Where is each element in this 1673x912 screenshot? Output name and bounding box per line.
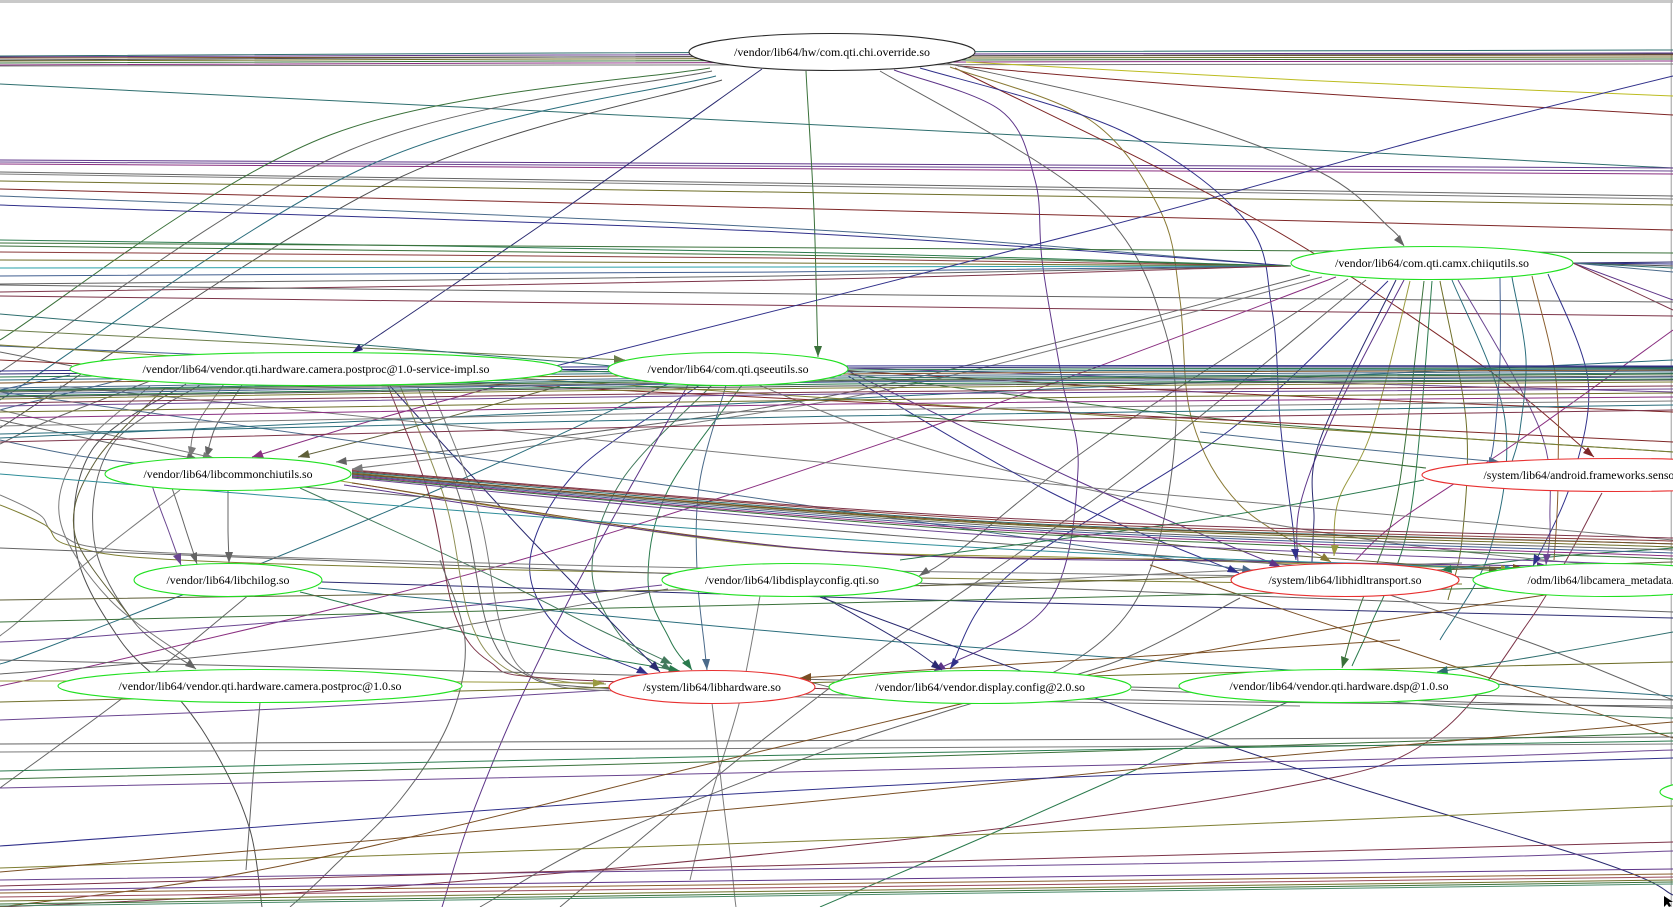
svg-text:/vendor/lib64/vendor.display.c: /vendor/lib64/vendor.display.config@2.0.… xyxy=(875,680,1085,694)
svg-text:/vendor/lib64/vendor.qti.hardw: /vendor/lib64/vendor.qti.hardware.camera… xyxy=(119,679,402,693)
svg-text:/system/lib64/libhardware.so: /system/lib64/libhardware.so xyxy=(643,680,781,694)
svg-text:/vendor/lib64/libdisplayconfig: /vendor/lib64/libdisplayconfig.qti.so xyxy=(705,573,879,587)
svg-text:/vendor/lib64/libchilog.so: /vendor/lib64/libchilog.so xyxy=(167,573,290,587)
svg-text:/system/lib64/android.framewor: /system/lib64/android.frameworks.sensors… xyxy=(1484,468,1673,482)
svg-text:/vendor/lib64/com.qti.camx.chi: /vendor/lib64/com.qti.camx.chiiqutils.so xyxy=(1335,256,1529,270)
svg-text:/vendor/lib64/vendor.qti.hardw: /vendor/lib64/vendor.qti.hardware.camera… xyxy=(143,362,490,376)
svg-text:/system/lib64/libhidltransport: /system/lib64/libhidltransport.so xyxy=(1269,573,1422,587)
svg-text:/odm/lib64/libcamera_metadata.: /odm/lib64/libcamera_metadata.so xyxy=(1528,573,1673,587)
svg-text:/vendor/lib64/com.qti.qseeutil: /vendor/lib64/com.qti.qseeutils.so xyxy=(648,362,809,376)
svg-text:/vendor/lib64/vendor.qti.hardw: /vendor/lib64/vendor.qti.hardware.dsp@1.… xyxy=(1230,679,1449,693)
svg-text:/vendor/lib64/libcommonchiutil: /vendor/lib64/libcommonchiutils.so xyxy=(144,467,313,481)
svg-text:/vendor/lib64/hw/com.qti.chi.o: /vendor/lib64/hw/com.qti.chi.override.so xyxy=(734,45,930,59)
